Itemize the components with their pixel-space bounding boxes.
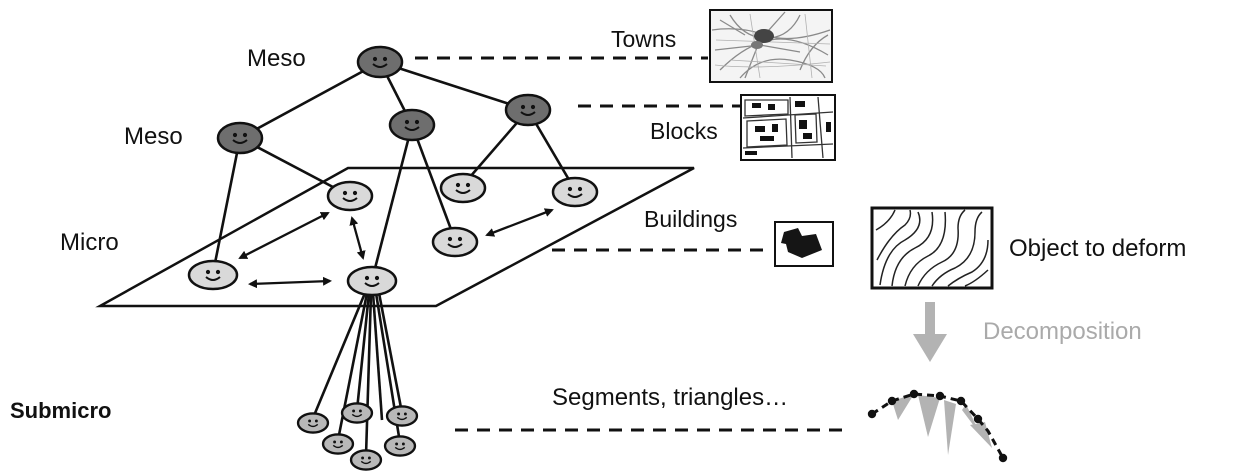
submicro-agent: [383, 435, 417, 457]
meso-agent-center: [388, 108, 436, 142]
hierarchy-links: [213, 60, 577, 457]
towns-map-thumbnail: [709, 9, 833, 83]
label-towns: Towns: [611, 26, 676, 52]
submicro-agent: [385, 405, 419, 427]
label-blocks: Blocks: [650, 118, 718, 144]
micro-agent: [346, 265, 398, 297]
contour-map-icon: [870, 206, 994, 290]
micro-agent: [551, 176, 599, 208]
micro-agent: [326, 180, 374, 212]
decomposition-shape: [867, 389, 1008, 463]
label-object-to-deform: Object to deform: [1009, 235, 1186, 262]
micro-interaction-arrows: [238, 208, 554, 289]
meso-agent-left: [216, 121, 264, 155]
micro-agent: [187, 259, 239, 291]
label-meso-top: Meso: [247, 45, 306, 72]
label-buildings: Buildings: [644, 206, 737, 232]
label-segments-triangles: Segments, triangles…: [552, 384, 788, 411]
micro-plane: [95, 166, 695, 308]
meso-agent-right: [504, 93, 552, 127]
submicro-agent: [349, 449, 383, 471]
label-meso-left: Meso: [124, 123, 183, 150]
micro-agent: [431, 226, 479, 258]
buildings-thumbnail: [774, 221, 834, 267]
label-submicro: Submicro: [10, 398, 111, 423]
micro-agent: [439, 172, 487, 204]
submicro-agent: [296, 412, 330, 434]
blocks-map-thumbnail: [740, 94, 836, 161]
label-micro: Micro: [60, 229, 119, 256]
submicro-agent: [321, 433, 355, 455]
submicro-agent: [340, 402, 374, 424]
dashed-connectors: [415, 56, 845, 432]
meso-agent-top: [356, 45, 404, 79]
down-arrow-icon: [913, 302, 947, 362]
label-decomposition: Decomposition: [983, 318, 1142, 345]
